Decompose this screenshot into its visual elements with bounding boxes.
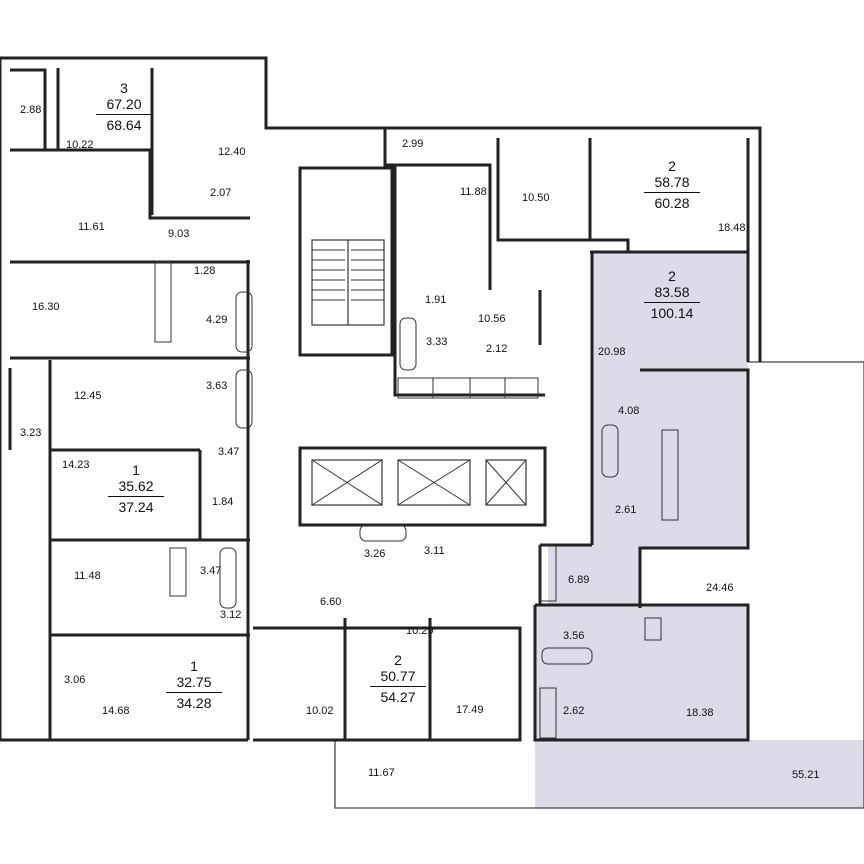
room-area: 3.33 xyxy=(426,336,448,348)
room-area: 6.60 xyxy=(320,596,342,608)
room-area: 3.23 xyxy=(20,427,42,439)
room-area: 24.46 xyxy=(706,582,734,594)
terrace-outline xyxy=(334,361,864,809)
elevators xyxy=(311,459,527,506)
room-area: 14.23 xyxy=(62,459,90,471)
room-area: 11.48 xyxy=(74,570,101,582)
room-area: 4.08 xyxy=(618,405,640,417)
room-area: 12.40 xyxy=(218,146,246,158)
room-area: 10.56 xyxy=(478,313,506,325)
staircase xyxy=(311,239,385,326)
room-area: 10.50 xyxy=(522,192,550,204)
room-area: 2.99 xyxy=(402,138,424,150)
room-area: 9.03 xyxy=(168,228,190,240)
room-area: 2.07 xyxy=(210,187,232,199)
room-area: 3.06 xyxy=(64,674,86,686)
room-area: 6.89 xyxy=(568,574,590,586)
highlighted-apartment xyxy=(535,252,864,808)
room-area: 4.29 xyxy=(206,314,228,326)
room-area: 3.47 xyxy=(200,565,222,577)
room-area: 55.21 xyxy=(792,769,820,781)
room-area: 3.12 xyxy=(220,609,242,621)
room-area: 1.91 xyxy=(425,294,447,306)
room-area: 1.28 xyxy=(194,265,216,277)
room-area: 3.47 xyxy=(218,446,240,458)
fixtures xyxy=(154,261,679,739)
room-area: 17.49 xyxy=(456,704,484,716)
room-area: 18.48 xyxy=(718,222,746,234)
room-area: 18.38 xyxy=(686,707,714,719)
room-area: 11.61 xyxy=(78,221,105,233)
room-area: 3.26 xyxy=(364,548,386,560)
room-area: 10.02 xyxy=(306,705,334,717)
room-area: 11.67 xyxy=(368,767,395,779)
room-area: 3.11 xyxy=(424,545,445,557)
room-area: 1.84 xyxy=(212,496,234,508)
room-area: 3.63 xyxy=(206,380,228,392)
room-area: 2.62 xyxy=(563,705,585,717)
room-area: 12.45 xyxy=(74,390,102,402)
room-area: 2.12 xyxy=(486,343,508,355)
walls xyxy=(0,56,762,742)
room-area: 2.88 xyxy=(20,104,42,116)
room-area: 10.22 xyxy=(66,139,94,151)
room-area: 2.61 xyxy=(615,504,637,516)
room-area: 11.88 xyxy=(460,186,487,198)
room-area: 10.29 xyxy=(406,625,434,637)
room-area: 20.98 xyxy=(598,346,626,358)
room-area: 3.56 xyxy=(563,630,585,642)
room-area: 14.68 xyxy=(102,705,130,717)
room-area: 16.30 xyxy=(32,301,60,313)
